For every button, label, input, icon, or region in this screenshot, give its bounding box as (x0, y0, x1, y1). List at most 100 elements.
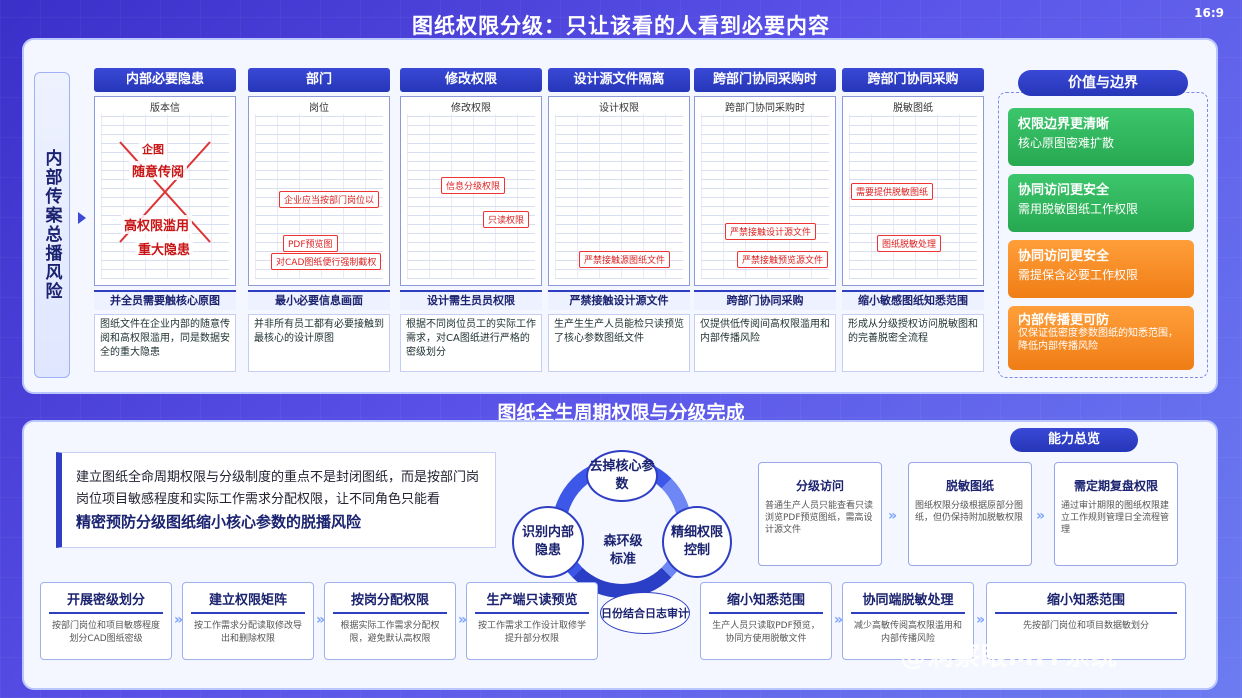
watermark: @洞察眼MIT系统 (900, 642, 1119, 672)
step-desc: 减少高敏传阅高权限滥用和内部传播风险 (853, 621, 962, 644)
page-title: 图纸权限分级：只让该看的人看到必要内容 (412, 14, 830, 38)
tag: 重大隐患 (135, 239, 194, 258)
arrow-right-icon (78, 212, 86, 224)
tag: 严禁接触预览源文件 (737, 251, 829, 268)
cycle-node-left: 识别内部隐患 (512, 506, 584, 578)
cycle-node-bottom: 日份结合日志审计 (600, 592, 690, 634)
ability-head: 能力总览 (1010, 428, 1138, 452)
tag: 高权限滥用 (121, 215, 193, 234)
step-card: 协同端脱敏处理减少高敏传阅高权限滥用和内部传播风险 (842, 582, 974, 660)
step-card: 缩小知悉范围生产人员只读取PDF预览，协同方使用脱敏文件 (700, 582, 832, 660)
column-foot: 最小必要信息画面 (248, 290, 390, 310)
step-card: 开展密级划分按部门岗位和项目敏感程度划分CAD图纸密级 (40, 582, 172, 660)
arrow-right-icon: » (1036, 508, 1046, 524)
column-1: 内部必要隐患 版本信 企图 随意传阅 高权限滥用 重大隐患 并全员需要触核心原图… (94, 68, 236, 380)
column-6: 跨部门协同采购 脱敏图纸 需要提供脱敏图纸 图纸脱敏处理 缩小敏感图纸知悉范围 … (842, 68, 984, 380)
tag: 需要提供脱敏图纸 (851, 183, 934, 200)
tag: 严禁接触源图纸文件 (579, 251, 671, 268)
step-desc: 根据实际工作需求分配权限，避免默认高权限 (340, 621, 440, 644)
value-card-desc: 需用脱敏图纸工作权限 (1018, 202, 1139, 216)
summary-highlight: 精密预防分级图纸缩小核心参数的脱播风险 (76, 513, 362, 531)
step-card: 按岗分配权限根据实际工作需求分配权限，避免默认高权限 (324, 582, 456, 660)
cycle-node-right: 精细权限控制 (662, 506, 732, 578)
drawing-sub: 跨部门协同采购时 (695, 99, 835, 114)
column-text: 并非所有员工都有必要接触到最核心的设计原图 (248, 314, 390, 372)
column-text: 生产生生产人员能检只读预览了核心参数图纸文件 (548, 314, 690, 372)
cycle-diagram: 去掉核心参数 识别内部隐患 精细权限控制 森环级标准 (512, 450, 732, 600)
summary-line: 岗位项目敏感程度和实际工作需求分配权限，让不同角色只能看 (76, 492, 441, 507)
ability-card: 需定期复盘权限通过审计期限的图纸权限建立工作规则管理日全流程管理 (1054, 462, 1178, 566)
tag: 严禁接触设计源文件 (725, 223, 817, 240)
step-desc: 按部门岗位和项目敏感程度划分CAD图纸密级 (51, 621, 160, 644)
ability-card: 分级访问普通生产人员只能查看只读浏览PDF预览图纸，需高设计源文件 (758, 462, 882, 566)
step-desc: 按工作需求工作设计取修学 提升部分权限 (477, 621, 586, 644)
value-card: 协同访问更安全需用脱敏图纸工作权限 (1008, 174, 1194, 232)
tag: PDF预览图 (283, 235, 338, 252)
step-card: 建立权限矩阵按工作需求分配读取修改导出和删除权限 (182, 582, 314, 660)
drawing-preview: 设计权限 严禁接触源图纸文件 (548, 96, 690, 286)
ability-desc: 图纸权限分级根据原部分图纸，但仍保持附加脱敏权限 (915, 501, 1024, 523)
ability-desc: 通过审计期限的图纸权限建立工作规则管理日全流程管理 (1061, 501, 1170, 535)
column-head: 跨部门协同采购时 (694, 68, 836, 92)
drawing-preview: 跨部门协同采购时 严禁接触设计源文件 严禁接触预览源文件 (694, 96, 836, 286)
tag: 随意传阅 (129, 161, 188, 180)
cycle-node-top: 去掉核心参数 (586, 450, 658, 502)
value-card-title: 协同访问更安全 (1018, 249, 1110, 264)
left-vertical-label: 内部传案总播风险 (34, 72, 70, 378)
drawing-sub: 设计权限 (549, 99, 689, 114)
value-card-title: 内部传播更可防 (1018, 313, 1110, 328)
ability-card: 脱敏图纸图纸权限分级根据原部分图纸，但仍保持附加脱敏权限 (908, 462, 1032, 566)
ability-desc: 普通生产人员只能查看只读浏览PDF预览图纸，需高设计源文件 (765, 501, 874, 535)
cycle-center: 森环级标准 (603, 534, 643, 567)
aspect-ratio-label: 16:9 (1194, 6, 1224, 20)
column-text: 根据不同岗位员工的实际工作需求，对CA图纸进行严格的密级划分 (400, 314, 542, 372)
summary-line: 建立图纸全命周期权限与分级制度的重点不是封闭图纸，而是按部门岗 (76, 470, 480, 485)
drawing-preview: 修改权限 信息分级权限 只读权限 (400, 96, 542, 286)
tag: 企图 (139, 141, 167, 157)
tag: 只读权限 (483, 211, 530, 228)
step-title: 生产端只读预览 (475, 589, 589, 614)
tag: 图纸脱敏处理 (877, 235, 942, 252)
step-desc: 先按部门岗位和项目数据敏划分 (1022, 621, 1149, 631)
value-card-desc: 核心原图密难扩散 (1018, 136, 1115, 150)
step-title: 开展密级划分 (49, 589, 163, 614)
tag: 信息分级权限 (441, 177, 506, 194)
value-card: 权限边界更清晰核心原图密难扩散 (1008, 108, 1194, 166)
step-desc: 生产人员只读取PDF预览，协同方使用脱敏文件 (712, 621, 820, 644)
column-5: 跨部门协同采购时 跨部门协同采购时 严禁接触设计源文件 严禁接触预览源文件 跨部… (694, 68, 836, 380)
arrow-right-icon: » (888, 508, 898, 524)
value-card-desc: 仅保证低密度参数图纸的知悉范围，降低内部传播风险 (1018, 328, 1178, 352)
column-head: 修改权限 (400, 68, 542, 92)
column-4: 设计源文件隔离 设计权限 严禁接触源图纸文件 严禁接触设计源文件 生产生生产人员… (548, 68, 690, 380)
arrow-right-icon: » (174, 612, 184, 628)
ability-title: 需定期复盘权限 (1073, 479, 1158, 493)
column-text: 图纸文件在企业内部的随意传阅和高权限滥用，同是数据安全的重大隐患 (94, 314, 236, 372)
column-head: 部门 (248, 68, 390, 92)
step-card: 缩小知悉范围先按部门岗位和项目数据敏划分 (986, 582, 1186, 660)
step-title: 缩小知悉范围 (995, 589, 1177, 614)
value-card: 内部传播更可防仅保证低密度参数图纸的知悉范围，降低内部传播风险 (1008, 306, 1194, 370)
column-text: 形成从分级授权访问脱敏图和的完善脱密全流程 (842, 314, 984, 372)
column-head: 内部必要隐患 (94, 68, 236, 92)
tag: 企业应当按部门岗位以 (279, 191, 380, 208)
step-title: 缩小知悉范围 (709, 589, 823, 614)
value-card-title: 协同访问更安全 (1018, 183, 1110, 198)
step-title: 建立权限矩阵 (191, 589, 305, 614)
drawing-lines (555, 103, 683, 279)
value-card-title: 权限边界更清晰 (1018, 117, 1110, 132)
drawing-sub: 岗位 (249, 99, 389, 114)
step-title: 协同端脱敏处理 (851, 589, 965, 614)
drawing-preview: 版本信 企图 随意传阅 高权限滥用 重大隐患 (94, 96, 236, 286)
section-title: 图纸全生周期权限与分级完成 (497, 402, 745, 424)
column-3: 修改权限 修改权限 信息分级权限 只读权限 设计需生员员权限 根据不同岗位员工的… (400, 68, 542, 380)
column-foot: 严禁接触设计源文件 (548, 290, 690, 310)
value-card-desc: 需提保含必要工作权限 (1018, 268, 1139, 282)
ability-title: 分级访问 (795, 479, 844, 493)
drawing-preview: 岗位 企业应当按部门岗位以 PDF预览图 对CAD图纸便行强制截权 (248, 96, 390, 286)
step-card: 生产端只读预览按工作需求工作设计取修学 提升部分权限 (466, 582, 598, 660)
column-text: 仅提供低传阅间高权限滥用和内部传播风险 (694, 314, 836, 372)
ability-title: 脱敏图纸 (945, 479, 994, 493)
value-card: 协同访问更安全需提保含必要工作权限 (1008, 240, 1194, 298)
arrow-right-icon: » (834, 612, 844, 628)
drawing-preview: 脱敏图纸 需要提供脱敏图纸 图纸脱敏处理 (842, 96, 984, 286)
